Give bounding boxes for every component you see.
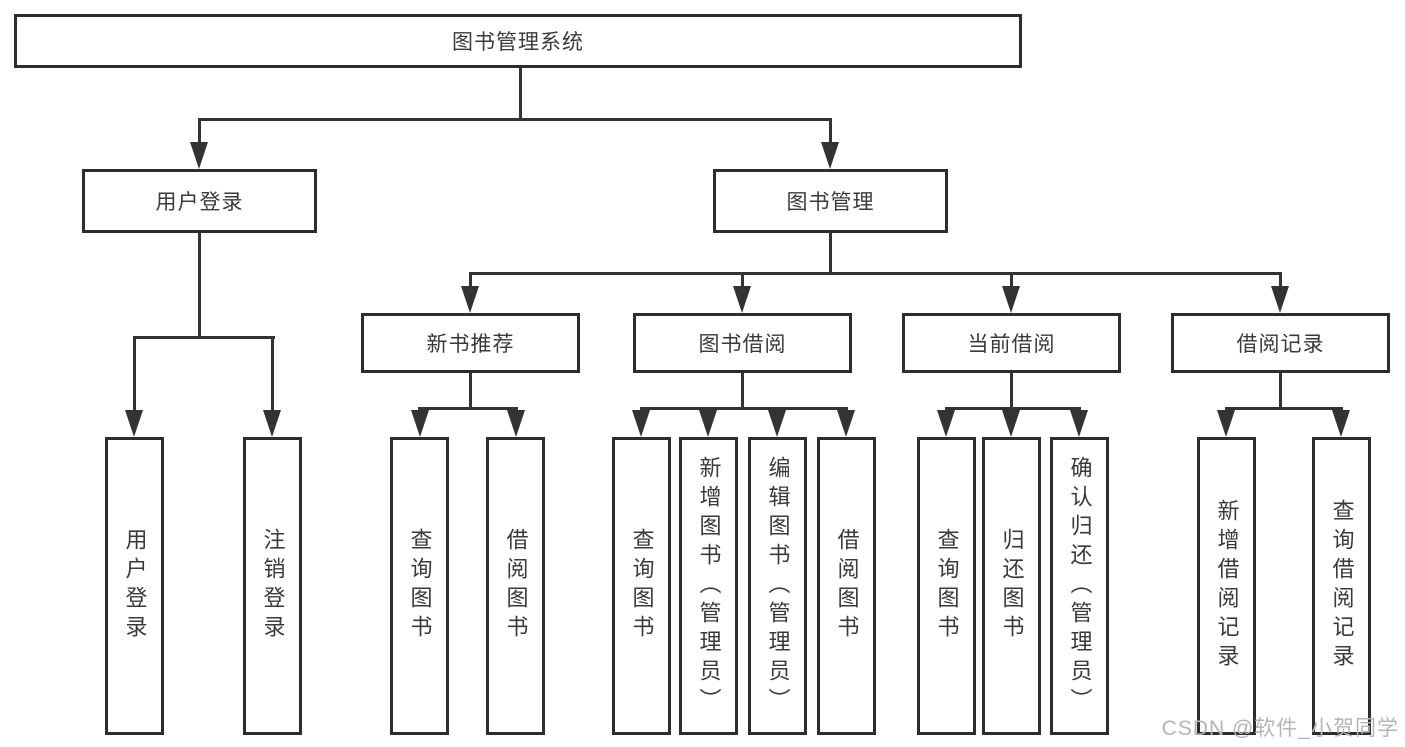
arrowhead-down <box>1070 410 1088 437</box>
connector-segment <box>741 272 744 288</box>
leaf-return-books-label: 归还图书 <box>999 528 1025 644</box>
connector-segment <box>271 336 274 412</box>
node-current-borrowing-label: 当前借阅 <box>967 333 1056 356</box>
arrowhead-down <box>1002 410 1020 437</box>
node-borrowing-records: 借阅记录 <box>1171 313 1390 373</box>
arrowhead-down <box>190 142 208 169</box>
connector-segment <box>198 118 201 144</box>
arrowhead-down <box>1332 410 1350 437</box>
node-book-borrowing-label: 图书借阅 <box>698 333 787 356</box>
node-book-management-label: 图书管理 <box>786 191 875 214</box>
node-user-login-label: 用户登录 <box>155 191 244 214</box>
connector-segment <box>469 272 472 288</box>
connector-segment <box>741 373 744 409</box>
leaf-logout-label: 注销登录 <box>260 528 286 644</box>
arrowhead-down <box>411 410 429 437</box>
leaf-borrow-books-1: 借阅图书 <box>486 437 545 735</box>
leaf-confirm-return-admin-label: 确认归还（管理员） <box>1067 455 1093 717</box>
connector-segment <box>829 118 832 144</box>
connector-segment <box>1279 373 1282 409</box>
connector-segment <box>519 68 522 120</box>
leaf-add-borrow-record: 新增借阅记录 <box>1197 437 1256 735</box>
arrowhead-down <box>461 286 479 313</box>
leaf-query-books-1: 查询图书 <box>390 437 449 735</box>
leaf-logout: 注销登录 <box>243 437 302 735</box>
watermark: CSDN @软件_小贺同学 <box>1161 717 1399 740</box>
leaf-query-books-3: 查询图书 <box>917 437 976 735</box>
arrowhead-down <box>125 410 143 437</box>
connector-segment <box>829 233 832 275</box>
leaf-edit-books-admin: 编辑图书（管理员） <box>748 437 807 735</box>
connector-segment <box>1279 272 1282 288</box>
arrowhead-down <box>1271 286 1289 313</box>
leaf-query-books-2: 查询图书 <box>612 437 671 735</box>
leaf-query-books-2-label: 查询图书 <box>629 528 655 644</box>
arrowhead-down <box>507 410 525 437</box>
connector-segment <box>1010 272 1013 288</box>
leaf-edit-books-admin-label: 编辑图书（管理员） <box>765 455 791 717</box>
connector-segment <box>1010 373 1013 409</box>
arrowhead-down <box>1002 286 1020 313</box>
arrowhead-down <box>768 410 786 437</box>
connector-segment <box>198 118 832 121</box>
node-book-borrowing: 图书借阅 <box>633 313 852 373</box>
leaf-confirm-return-admin: 确认归还（管理员） <box>1050 437 1109 735</box>
connector-segment <box>640 407 848 410</box>
leaf-query-borrow-record: 查询借阅记录 <box>1312 437 1371 735</box>
connector-segment <box>133 336 136 412</box>
arrowhead-down <box>632 410 650 437</box>
arrowhead-down <box>733 286 751 313</box>
arrowhead-down <box>1217 410 1235 437</box>
node-book-management: 图书管理 <box>713 169 948 233</box>
leaf-add-books-admin: 新增图书（管理员） <box>679 437 738 735</box>
leaf-query-books-3-label: 查询图书 <box>934 528 960 644</box>
arrowhead-down <box>699 410 717 437</box>
leaf-return-books: 归还图书 <box>982 437 1041 735</box>
leaf-borrow-books-1-label: 借阅图书 <box>503 528 529 644</box>
arrowhead-down <box>263 410 281 437</box>
connector-segment <box>418 407 518 410</box>
leaf-user-login-label: 用户登录 <box>122 528 148 644</box>
leaf-borrow-books-2: 借阅图书 <box>817 437 876 735</box>
connector-segment <box>1225 407 1343 410</box>
arrowhead-down <box>821 142 839 169</box>
node-new-book-recommend: 新书推荐 <box>361 313 580 373</box>
arrowhead-down <box>937 410 955 437</box>
leaf-add-books-admin-label: 新增图书（管理员） <box>696 455 722 717</box>
node-borrowing-records-label: 借阅记录 <box>1236 333 1325 356</box>
leaf-borrow-books-2-label: 借阅图书 <box>834 528 860 644</box>
leaf-user-login: 用户登录 <box>105 437 164 735</box>
connector-segment <box>198 233 201 338</box>
leaf-add-borrow-record-label: 新增借阅记录 <box>1214 499 1240 673</box>
connector-segment <box>133 336 275 339</box>
leaf-query-books-1-label: 查询图书 <box>407 528 433 644</box>
node-root: 图书管理系统 <box>14 14 1022 68</box>
node-user-login: 用户登录 <box>82 169 317 233</box>
node-current-borrowing: 当前借阅 <box>902 313 1121 373</box>
connector-segment <box>945 407 1081 410</box>
node-root-label: 图书管理系统 <box>452 31 584 54</box>
arrowhead-down <box>837 410 855 437</box>
connector-segment <box>469 373 472 409</box>
node-new-book-recommend-label: 新书推荐 <box>426 333 515 356</box>
leaf-query-borrow-record-label: 查询借阅记录 <box>1329 499 1355 673</box>
connector-segment <box>469 272 1282 275</box>
